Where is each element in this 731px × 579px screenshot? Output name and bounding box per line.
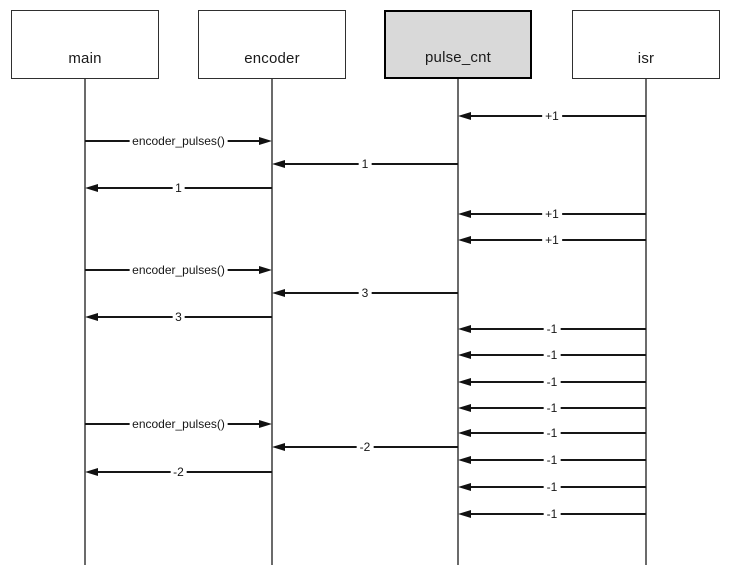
actor-label-main: main [68,50,102,67]
lifeline-pulse_cnt [457,79,459,565]
message-label: encoder_pulses() [129,263,228,277]
arrowhead-icon [458,428,471,437]
message-label: -1 [543,480,561,494]
message-label: 1 [358,157,372,171]
actor-label-encoder: encoder [244,50,300,67]
actor-box-encoder: encoder [198,10,346,79]
message-label: 3 [358,286,372,300]
actor-label-pulse_cnt: pulse_cnt [424,49,491,66]
arrowhead-icon [272,442,285,451]
arrowhead-icon [458,111,471,120]
arrowhead-icon [272,288,285,297]
message-label: 3 [172,310,185,324]
arrowhead-icon [458,509,471,518]
arrowhead-icon [458,455,471,464]
actor-box-main: main [11,10,159,79]
arrowhead-icon [458,235,471,244]
message-label: -1 [543,401,561,415]
message-label: -1 [543,507,561,521]
actor-box-isr: isr [572,10,720,79]
arrowhead-icon [458,377,471,386]
lifeline-encoder [271,79,273,565]
message-label: +1 [542,233,562,247]
arrowhead-icon [85,183,98,192]
arrowhead-icon [458,403,471,412]
message-label: -1 [543,426,561,440]
lifeline-isr [645,79,647,565]
message-label: +1 [542,207,562,221]
arrowhead-icon [458,324,471,333]
arrowhead-icon [272,159,285,168]
message-label: 1 [172,181,185,195]
arrowhead-icon [259,136,272,145]
arrowhead-icon [458,209,471,218]
message-label: -1 [543,453,561,467]
actor-label-isr: isr [637,50,655,67]
arrowhead-icon [85,467,98,476]
message-label: -1 [543,322,561,336]
message-label: -2 [170,465,187,479]
arrowhead-icon [259,419,272,428]
message-label: encoder_pulses() [129,417,228,431]
message-label: +1 [542,109,562,123]
message-label: encoder_pulses() [129,134,228,148]
message-label: -1 [543,348,561,362]
arrowhead-icon [85,312,98,321]
message-label: -1 [543,375,561,389]
actor-box-pulse_cnt: pulse_cnt [384,10,532,79]
arrowhead-icon [458,482,471,491]
arrowhead-icon [458,350,471,359]
arrowhead-icon [259,265,272,274]
lifeline-main [84,79,86,565]
message-label: -2 [356,440,374,454]
